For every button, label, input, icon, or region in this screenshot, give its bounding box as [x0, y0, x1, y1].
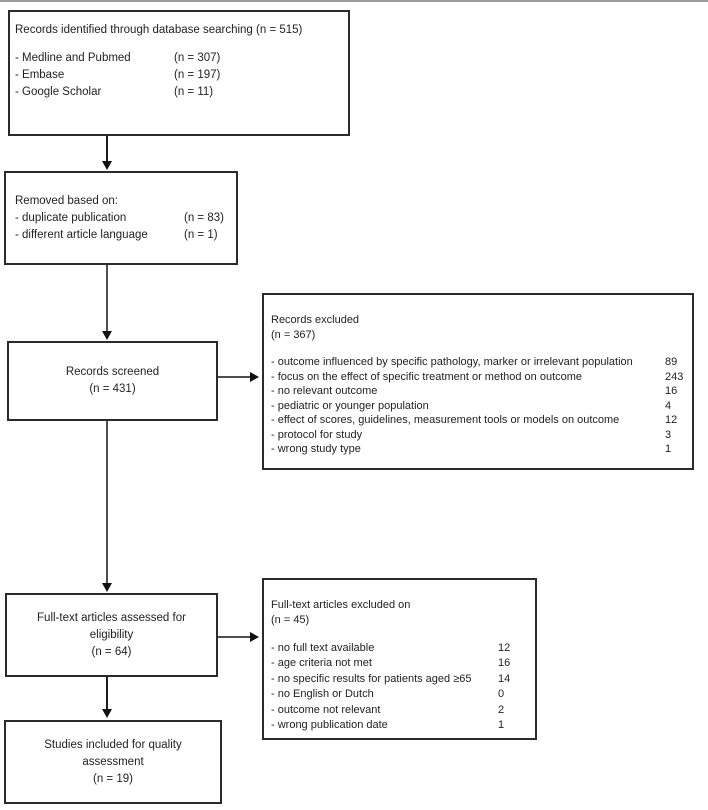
box-records-screened: Records screened (n = 431) [7, 341, 218, 421]
exclusion-row: - wrong study type 1 [271, 442, 682, 457]
removed-label: - duplicate publication [15, 212, 127, 224]
source-count: (n = 307) [174, 52, 221, 64]
box-count: (n = 45) [271, 614, 310, 626]
exclusion-count: 89 [665, 356, 678, 368]
box-count: (n = 64) [91, 645, 132, 658]
box-title: Records screened [65, 366, 160, 378]
exclusion-label: - outcome influenced by specific patholo… [271, 356, 633, 368]
exclusion-count: 12 [665, 414, 678, 426]
box-studies-included: Studies included for quality assessment … [4, 720, 222, 804]
exclusion-count: 16 [665, 385, 678, 397]
exclusion-count: 243 [665, 370, 684, 383]
connector-line [218, 636, 250, 638]
box-title: Records excluded [271, 314, 360, 326]
exclusion-count: 16 [498, 657, 511, 670]
box-fulltext-assessed: Full-text articles assessed for eligibil… [5, 593, 218, 677]
source-count: (n = 11) [174, 86, 214, 98]
down-arrow-icon [102, 331, 112, 340]
exclusion-label: - age criteria not met [271, 657, 372, 670]
exclusion-row: - effect of scores, guidelines, measurem… [271, 413, 682, 428]
box-title: Studies included for quality [44, 738, 182, 751]
exclusion-row: - protocol for study 3 [271, 428, 682, 443]
box-title: Full-text articles excluded on [271, 599, 411, 611]
exclusion-label: - wrong study type [271, 443, 361, 455]
exclusion-label: - no relevant outcome [271, 385, 378, 397]
down-arrow-icon [102, 709, 112, 718]
source-label: - Medline and Pubmed [15, 52, 131, 64]
exclusion-label: - no English or Dutch [271, 688, 374, 701]
exclusion-label: - focus on the effect of specific treatm… [271, 370, 583, 383]
down-arrow-icon [102, 583, 112, 592]
exclusion-row: - outcome not relevant 2 [271, 703, 527, 718]
box-records-identified: Records identified through database sear… [8, 10, 350, 136]
exclusion-row: - no English or Dutch 0 [271, 687, 527, 702]
box-count: (n = 19) [93, 772, 133, 785]
connector-line [106, 136, 108, 162]
exclusion-label: - no full text available [271, 642, 375, 654]
box-count: (n = 367) [271, 329, 316, 341]
exclusion-count: 2 [498, 703, 505, 716]
box-removed: Removed based on: - duplicate publicatio… [4, 171, 238, 265]
exclusion-label: - pediatric or younger population [271, 399, 429, 412]
box-fulltext-excluded: Full-text articles excluded on (n = 45) … [262, 578, 537, 740]
exclusion-row: - no relevant outcome 16 [271, 384, 682, 399]
removed-count: (n = 83) [184, 212, 224, 224]
box-title: Records identified through database sear… [15, 24, 303, 36]
source-label: - Embase [15, 69, 65, 81]
source-row: - Medline and Pubmed (n = 307) [15, 50, 340, 67]
source-row: - Embase (n = 197) [15, 67, 340, 84]
exclusion-count: 4 [665, 399, 672, 412]
source-label: - Google Scholar [15, 86, 102, 98]
exclusion-count: 1 [498, 719, 505, 732]
exclusion-label: - effect of scores, guidelines, measurem… [271, 414, 620, 426]
box-title: Removed based on: [15, 195, 118, 207]
right-arrow-icon [250, 632, 259, 642]
box-records-excluded: Records excluded (n = 367) - outcome inf… [262, 293, 694, 470]
connector-line [218, 376, 250, 378]
connector-line [106, 677, 108, 709]
exclusion-count: 0 [498, 688, 505, 701]
exclusion-row: - wrong publication date 1 [271, 718, 527, 733]
exclusion-row: - age criteria not met 16 [271, 656, 527, 671]
source-count: (n = 197) [174, 69, 221, 81]
exclusion-label: - outcome not relevant [271, 703, 381, 716]
exclusion-count: 1 [665, 443, 672, 455]
exclusion-row: - no full text available 12 [271, 641, 527, 656]
exclusion-row: - pediatric or younger population 4 [271, 399, 682, 414]
removed-label: - different article language [15, 229, 148, 241]
exclusion-count: 14 [498, 672, 511, 685]
exclusion-label: - wrong publication date [271, 719, 388, 732]
box-title: Full-text articles assessed for [37, 611, 186, 624]
box-title: assessment [82, 755, 144, 768]
connector-line [106, 265, 108, 331]
source-row: - Google Scholar (n = 11) [15, 84, 340, 101]
removed-row: - different article language (n = 1) [15, 227, 228, 244]
exclusion-row: - outcome influenced by specific patholo… [271, 355, 682, 370]
exclusion-label: - no specific results for patients aged … [271, 672, 472, 685]
removed-row: - duplicate publication (n = 83) [15, 210, 228, 227]
exclusion-row: - focus on the effect of specific treatm… [271, 370, 684, 385]
right-arrow-icon [250, 372, 259, 382]
down-arrow-icon [102, 161, 112, 170]
figure-top-divider [0, 0, 708, 2]
exclusion-row: - no specific results for patients aged … [271, 672, 527, 687]
box-count: (n = 431) [89, 383, 136, 395]
box-title: eligibility [89, 628, 134, 641]
exclusion-label: - protocol for study [271, 428, 363, 441]
exclusion-count: 12 [498, 642, 511, 654]
removed-count: (n = 1) [184, 229, 218, 241]
connector-line [106, 421, 108, 583]
exclusion-count: 3 [665, 428, 672, 441]
